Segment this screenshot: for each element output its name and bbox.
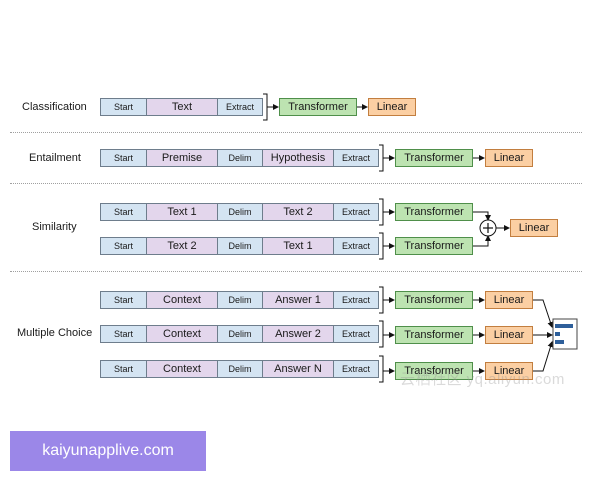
token-extract: Extract: [333, 203, 379, 221]
label-similarity: Similarity: [32, 221, 77, 233]
token-extract: Extract: [333, 237, 379, 255]
token-delim: Delim: [217, 149, 263, 167]
bracket: [379, 320, 384, 348]
linear-block: Linear: [485, 362, 533, 380]
bracket: [379, 232, 384, 260]
arrow: [533, 299, 554, 328]
arrow: [533, 341, 554, 372]
plus-sign: [483, 223, 493, 233]
softmax-icon: [552, 318, 578, 350]
linear-block: Linear: [485, 326, 533, 344]
linear-block: Linear: [485, 149, 533, 167]
token-text-1: Text 1: [262, 237, 334, 255]
label-multiple-choice: Multiple Choice: [17, 327, 93, 339]
token-extract: Extract: [333, 149, 379, 167]
arrow: [473, 235, 491, 247]
token-extract: Extract: [217, 98, 263, 116]
separator-line: [10, 183, 582, 184]
transformer-block: Transformer: [395, 149, 473, 167]
token-answer-n: Answer N: [262, 360, 334, 378]
token-text-1: Text 1: [146, 203, 218, 221]
separator-line: [10, 132, 582, 133]
transformer-block: Transformer: [279, 98, 357, 116]
linear-block: Linear: [510, 219, 558, 237]
arrow: [473, 211, 491, 221]
plus-operator-label: +: [484, 220, 492, 235]
token-context: Context: [146, 325, 218, 343]
transformer-block: Transformer: [395, 203, 473, 221]
token-extract: Extract: [333, 360, 379, 378]
bracket: [379, 355, 384, 383]
linear-block: Linear: [485, 291, 533, 309]
token-answer-2: Answer 2: [262, 325, 334, 343]
transformer-block: Transformer: [395, 362, 473, 380]
token-text: Text: [146, 98, 218, 116]
site-banner[interactable]: kaiyunapplive.com: [10, 431, 206, 471]
token-delim: Delim: [217, 237, 263, 255]
token-start: Start: [100, 237, 147, 255]
token-context: Context: [146, 291, 218, 309]
token-extract: Extract: [333, 291, 379, 309]
bracket: [263, 93, 268, 121]
token-context: Context: [146, 360, 218, 378]
token-text-2: Text 2: [262, 203, 334, 221]
label-entailment: Entailment: [29, 152, 81, 164]
token-extract: Extract: [333, 325, 379, 343]
token-text-2: Text 2: [146, 237, 218, 255]
transformer-block: Transformer: [395, 326, 473, 344]
bracket: [379, 144, 384, 172]
bracket: [379, 198, 384, 226]
label-classification: Classification: [22, 101, 87, 113]
transformer-block: Transformer: [395, 237, 473, 255]
transformer-block: Transformer: [395, 291, 473, 309]
token-hypothesis: Hypothesis: [262, 149, 334, 167]
bracket: [379, 286, 384, 314]
linear-block: Linear: [368, 98, 416, 116]
token-start: Start: [100, 203, 147, 221]
token-premise: Premise: [146, 149, 218, 167]
separator-line: [10, 271, 582, 272]
watermark: 云栖社区 yq.aliyun.com: [400, 371, 565, 388]
